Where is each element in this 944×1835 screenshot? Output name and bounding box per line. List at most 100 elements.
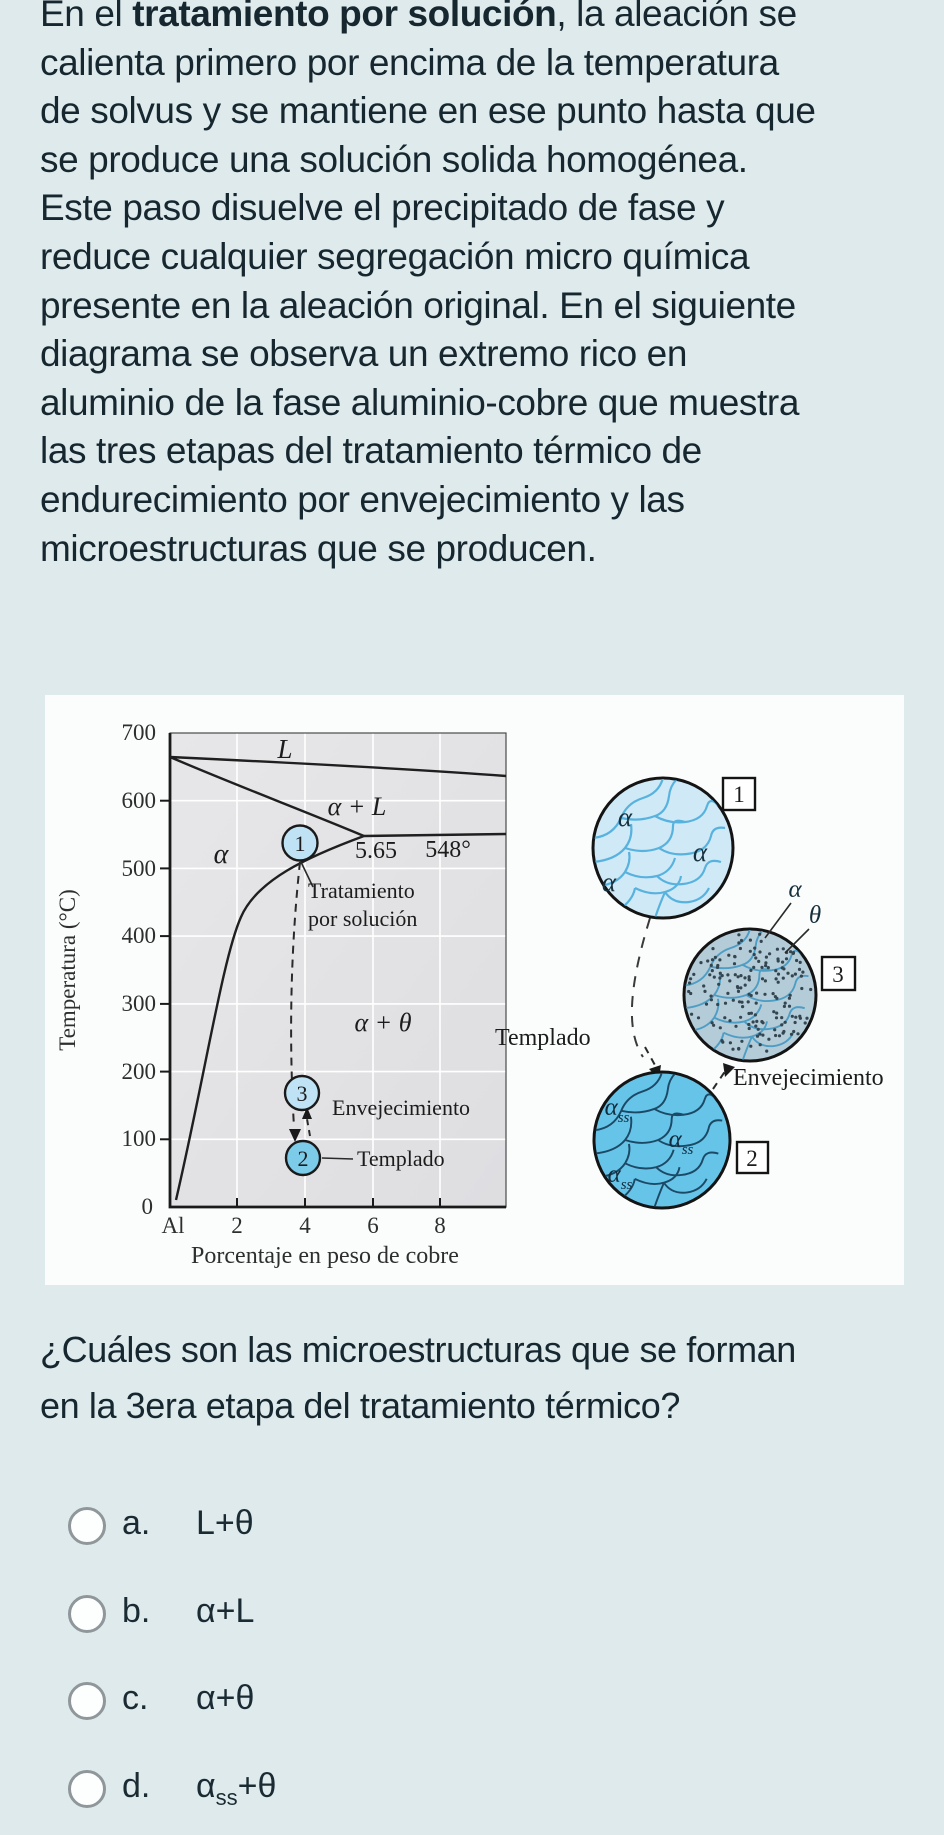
liquidus-line [169, 755, 507, 778]
microstructure-3: α θ 3 [682, 876, 857, 1063]
leader-line [784, 928, 810, 954]
eutectic-line [363, 832, 507, 838]
eutectic-composition-label: 5.65 [355, 838, 397, 864]
y-tick: 200 [122, 1059, 157, 1084]
alpha-ss-label: αss [669, 1126, 694, 1158]
option-row-d[interactable]: d. αss+θ [0, 1762, 944, 1814]
intro-line: aluminio de la fase aluminio-cobre que m… [40, 381, 800, 423]
y-axis-label: Temperatura (°C) [55, 889, 80, 1050]
x-tick: 2 [231, 1213, 243, 1238]
option-letter: b. [122, 1592, 151, 1630]
intro-line1-bold: tratamiento por solución [132, 0, 557, 34]
solidus-line [169, 755, 365, 838]
alpha-ss-label: αss [608, 1161, 633, 1193]
point3-label: 3 [297, 1081, 308, 1106]
intro-line: presente en la aleación original. En el … [40, 284, 796, 326]
option-value-text: α+L [196, 1592, 255, 1630]
theta-leader-label: θ [809, 902, 821, 929]
y-tick: 600 [122, 788, 157, 813]
intro-line: Este paso disuelve el precipitado de fas… [40, 187, 725, 229]
intro-paragraph: En el tratamiento por solución, la aleac… [40, 0, 920, 573]
option-value: α+L [196, 1592, 254, 1631]
arrow-up-icon [302, 1107, 312, 1119]
quench-label-diagram: Templado [357, 1146, 445, 1171]
microstructure-2: αss αss αss 2 [592, 1070, 770, 1210]
alpha-ss-base: α [608, 1161, 622, 1188]
radio-option-d[interactable] [68, 1770, 106, 1808]
radio-option-a[interactable] [68, 1507, 106, 1545]
y-tick: 300 [122, 991, 157, 1016]
solution-treatment-label-1: Tratamiento [308, 878, 415, 903]
option-row-c[interactable]: c. α+θ [0, 1674, 944, 1726]
question-text: ¿Cuáles son las microestructuras que se … [40, 1322, 920, 1434]
point3-marker [283, 1074, 321, 1112]
aging-label-micro: Envejecimiento [733, 1065, 884, 1091]
region-alpha-label: α [214, 839, 230, 870]
radio-option-c[interactable] [68, 1682, 106, 1720]
point1-marker [281, 824, 319, 862]
x-tick-labels: Al 2 4 6 8 [162, 1213, 446, 1238]
stage1-box-label: 1 [733, 782, 745, 807]
option-value-text: L+θ [196, 1504, 254, 1542]
leader-line [300, 861, 314, 888]
leader-line [764, 902, 792, 939]
phase-diagram-figure: 700 600 500 400 300 200 100 0 Al 2 4 6 8… [55, 720, 884, 1269]
y-tick: 400 [122, 923, 157, 948]
option-row-a[interactable]: a. L+θ [0, 1499, 944, 1551]
y-tick: 700 [122, 720, 157, 745]
x-tick: 8 [434, 1213, 446, 1238]
option-value-sub: ss [215, 1784, 238, 1810]
y-tick: 500 [122, 856, 157, 881]
option-value-text: α [196, 1767, 216, 1805]
grain-boundaries [595, 1073, 723, 1207]
arrow-down-icon [289, 1129, 301, 1142]
x-axis-label: Porcentaje en peso de cobre [191, 1243, 459, 1269]
aging-arrow-dashed [712, 1066, 729, 1090]
stage3-box-label: 3 [832, 962, 844, 987]
point1-label: 1 [295, 831, 306, 856]
axis-ticks [160, 799, 441, 1207]
question-line: en la 3era etapa del tratamiento térmico… [40, 1385, 680, 1426]
intro-line: reduce cualquier segregación micro quími… [40, 235, 750, 277]
option-value-text: +θ [237, 1767, 277, 1805]
intro-line: microestructuras que se producen. [40, 527, 597, 569]
region-liquid-label: L [276, 734, 292, 764]
alpha-leader-label: α [788, 876, 802, 903]
alpha-ss-label: αss [605, 1094, 630, 1126]
intro-line1-pre: En el [40, 0, 133, 34]
question-line: ¿Cuáles son las microestructuras que se … [40, 1329, 796, 1370]
stage3-box [820, 955, 857, 992]
leader-line [321, 1157, 354, 1160]
point2-label: 2 [298, 1146, 309, 1171]
radio-option-b[interactable] [68, 1595, 106, 1633]
option-letter: a. [122, 1504, 151, 1542]
alpha-label: α [602, 867, 617, 897]
region-alpha-theta-label: α + θ [355, 1008, 412, 1037]
quench-label-micro: Templado [495, 1025, 591, 1051]
x-tick: 6 [367, 1213, 379, 1238]
y-tick: 100 [122, 1126, 157, 1151]
y-tick-labels: 700 600 500 400 300 200 100 0 [122, 720, 157, 1219]
microstructure-1: α α α 1 [591, 776, 757, 920]
point-markers: 1 3 2 [281, 824, 322, 1177]
intro-line1-post: , la aleación se [556, 0, 797, 34]
intro-line: endurecimiento por envejecimiento y las [40, 478, 685, 520]
region-alpha-l-label: α + L [328, 792, 387, 821]
alpha-ss-base: α [605, 1094, 619, 1121]
intro-line: de solvus y se mantiene en ese punto has… [40, 90, 816, 132]
alpha-label: α [618, 802, 633, 832]
y-tick: 0 [142, 1194, 154, 1219]
option-value: α+θ [196, 1679, 254, 1718]
aging-label-diagram: Envejecimiento [332, 1095, 470, 1120]
point2-marker [284, 1139, 322, 1177]
option-value-text: α+θ [196, 1679, 255, 1717]
stage2-box [735, 1140, 770, 1175]
option-value: L+θ [196, 1504, 254, 1543]
option-letter: d. [122, 1767, 151, 1805]
grain-boundaries [594, 779, 726, 917]
option-row-b[interactable]: b. α+L [0, 1587, 944, 1639]
alpha-ss-sub: ss [621, 1177, 633, 1193]
alpha-label: α [693, 837, 708, 867]
eutectic-temperature-label: 548° [425, 837, 471, 863]
intro-line: En el tratamiento por solución, la aleac… [40, 0, 920, 39]
